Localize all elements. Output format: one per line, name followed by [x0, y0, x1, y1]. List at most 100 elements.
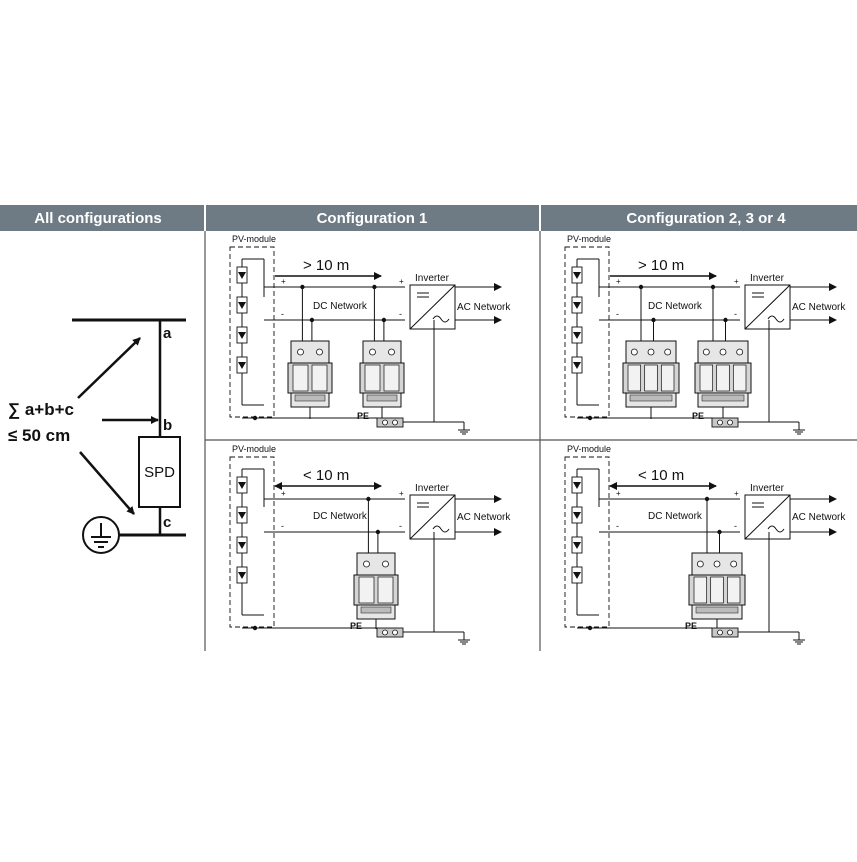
- pe-screw: [727, 419, 733, 426]
- inverter-minus-sign: -: [734, 521, 737, 531]
- inverter-label: Inverter: [750, 483, 785, 494]
- spd-label: SPD: [144, 464, 175, 481]
- header-configuration-234: Configuration 2, 3 or 4: [626, 210, 786, 227]
- spd-terminal: [696, 560, 704, 568]
- distance-label: < 10 m: [303, 467, 349, 484]
- earth-icon: [82, 516, 120, 554]
- spd-module: [710, 576, 724, 604]
- inverter-plus-sign: +: [734, 277, 739, 286]
- pe-terminal-bar: [711, 627, 739, 638]
- pe-label: PE: [685, 621, 697, 631]
- pe-screw: [717, 629, 723, 636]
- dc-plus-sign: +: [616, 489, 621, 498]
- inverter-diagonal: [744, 494, 791, 540]
- table-grid: [204, 231, 857, 651]
- spd-module: [699, 364, 714, 392]
- spd-top-block: [290, 340, 330, 364]
- header-bar: All configurations Configuration 1 Confi…: [0, 205, 857, 231]
- inverter-icon: [744, 284, 791, 330]
- label-b: b: [163, 417, 172, 434]
- junction-dot: [651, 317, 656, 323]
- inverter-label: Inverter: [415, 483, 450, 494]
- spd-module: [377, 576, 394, 604]
- inverter-plus-sign: +: [399, 277, 404, 286]
- pv-module-label: PV-module: [232, 234, 276, 244]
- junction-dot: [587, 625, 593, 631]
- panel-c234-top: PV-module+-+-DC Network> 10 mInverterAC …: [564, 234, 846, 435]
- spd-module: [732, 364, 747, 392]
- pv-diode-icon: [573, 572, 581, 579]
- spd-top-block: [362, 340, 402, 364]
- inverter-label: Inverter: [750, 273, 785, 284]
- dc-plus-sign: +: [281, 489, 286, 498]
- spd-terminal: [630, 348, 638, 356]
- junction-dot: [366, 496, 371, 502]
- spd-terminal: [382, 560, 389, 568]
- spd-terminal: [664, 348, 672, 356]
- ac-network-label: AC Network: [457, 512, 511, 523]
- spd-module: [383, 364, 400, 392]
- junction-dot: [587, 415, 593, 421]
- spd-module: [693, 576, 708, 604]
- label-a: a: [163, 325, 172, 342]
- pv-module-frame: [564, 456, 610, 628]
- spd-module: [627, 364, 642, 392]
- label-c: c: [163, 514, 171, 531]
- pe-label: PE: [357, 411, 369, 421]
- spd-din-clip: [294, 394, 326, 402]
- ground-icon: [793, 429, 805, 435]
- ground-icon: [458, 429, 470, 435]
- spd-din-clip: [360, 606, 392, 614]
- spd-device: [622, 340, 680, 408]
- ground-icon: [458, 639, 470, 645]
- pv-diode-icon: [238, 572, 246, 579]
- junction-dot: [300, 284, 305, 290]
- junction-dot: [710, 284, 716, 290]
- panel-c234-bottom: PV-module+-+-DC Network< 10 mInverterAC …: [564, 444, 846, 645]
- pv-module-label: PV-module: [232, 444, 276, 454]
- spd-terminal: [702, 348, 710, 356]
- spd-terminal: [736, 348, 744, 356]
- junction-dot: [723, 317, 728, 323]
- inverter-minus-sign: -: [399, 309, 402, 319]
- ground-icon: [793, 639, 805, 645]
- pv-diode-icon: [238, 542, 246, 549]
- distance-label: > 10 m: [638, 257, 684, 274]
- ac-network-label: AC Network: [457, 302, 511, 313]
- inverter-minus-sign: -: [734, 309, 737, 319]
- pv-diode-icon: [238, 332, 246, 339]
- arrow-a: [77, 337, 141, 399]
- pe-screw: [727, 629, 733, 636]
- ac-network-label: AC Network: [792, 512, 846, 523]
- pv-diode-icon: [573, 272, 581, 279]
- pe-screw: [382, 629, 388, 636]
- spd-din-clip: [701, 394, 745, 402]
- inverter-icon: [409, 284, 456, 330]
- pv-diode-icon: [573, 302, 581, 309]
- pv-diode-icon: [238, 482, 246, 489]
- distance-label: > 10 m: [303, 257, 349, 274]
- header-all-configurations: All configurations: [34, 210, 162, 227]
- spd-module: [364, 364, 381, 392]
- junction-dot: [309, 317, 315, 323]
- inverter-diagonal: [409, 284, 456, 330]
- pv-diode-icon: [238, 362, 246, 369]
- spd-terminal: [730, 560, 738, 568]
- formula-line-2: ≤ 50 cm: [8, 426, 70, 445]
- junction-dot: [704, 496, 710, 502]
- spd-module: [292, 364, 309, 392]
- pv-module-frame: [564, 246, 610, 418]
- junction-dot: [381, 317, 387, 323]
- pv-diode-icon: [573, 512, 581, 519]
- inverter-icon: [409, 494, 456, 540]
- pv-diode-icon: [573, 542, 581, 549]
- junction-dot: [717, 529, 722, 535]
- spd-module: [660, 364, 675, 392]
- inverter-icon: [744, 494, 791, 540]
- pv-module-frame: [229, 456, 275, 628]
- header-configuration-1: Configuration 1: [317, 210, 428, 227]
- pv-module-frame: [229, 246, 275, 418]
- formula-line-1: ∑ a+b+c: [8, 400, 74, 419]
